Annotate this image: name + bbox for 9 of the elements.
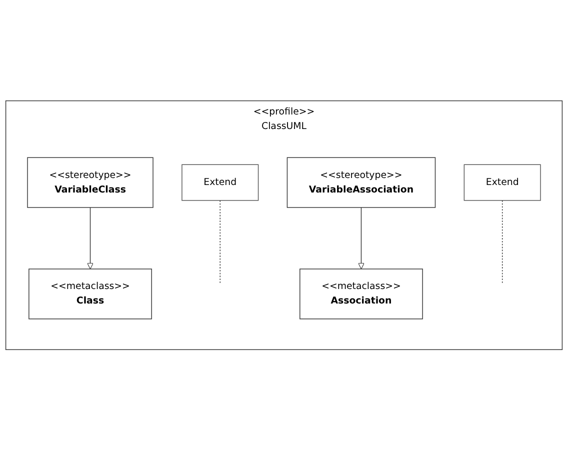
arrow <box>87 206 94 270</box>
node-box: <<stereotype>> VariableClass <box>27 157 154 208</box>
node-box: <<stereotype>> VariableAssociation <box>286 157 436 208</box>
connector <box>502 200 503 284</box>
node-box: <<metaclass>> Association <box>300 268 423 320</box>
node-box: <<metaclass>> Class <box>28 268 152 320</box>
node-box: Extend <box>464 164 541 201</box>
arrow <box>358 206 364 270</box>
node-box: Extend <box>182 164 259 201</box>
